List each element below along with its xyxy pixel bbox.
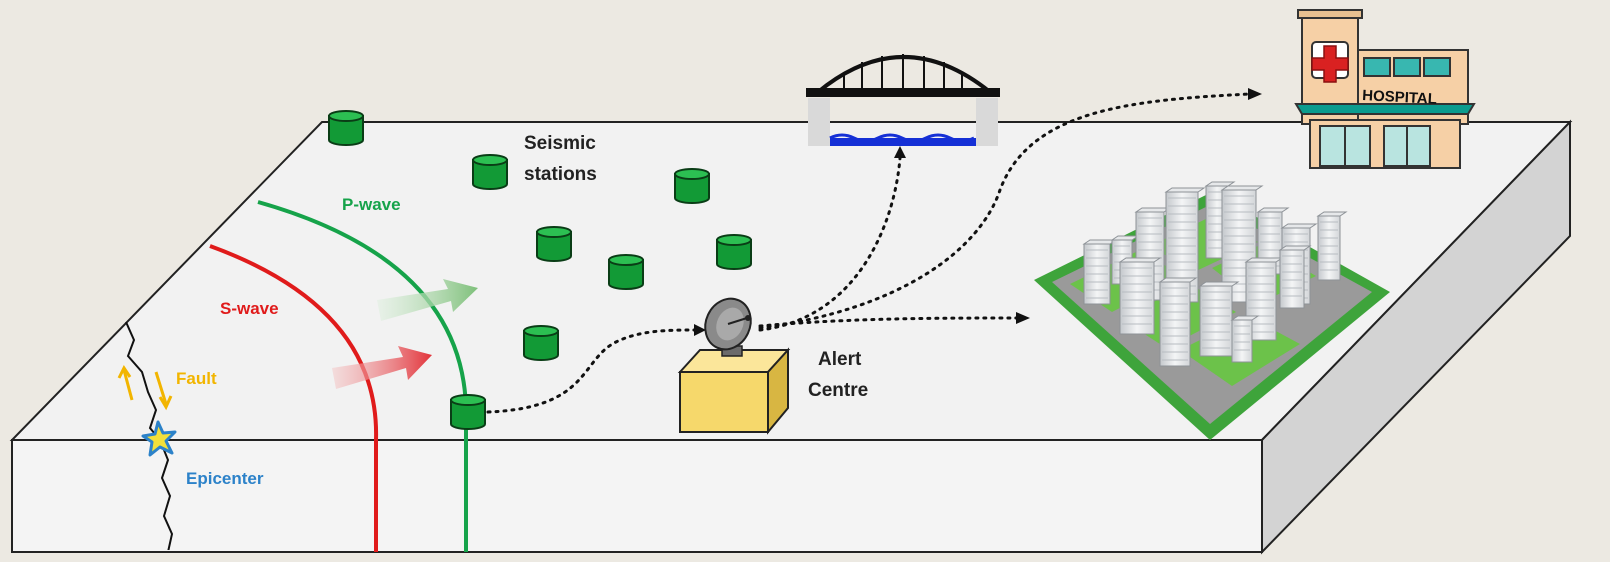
city-tower [1198, 281, 1240, 357]
hospital-building-icon [1294, 9, 1476, 169]
hospital-sign-label: HOSPITAL [1362, 87, 1438, 108]
s-wave-label: S-wave [220, 299, 279, 318]
alert-signal-paths [486, 92, 1252, 414]
cylinder-sensor-icon [450, 394, 486, 430]
seismic-stations-label: Seismic stations [524, 133, 601, 185]
fault-line [125, 321, 174, 550]
city-tower [1230, 315, 1260, 363]
alert-to-hospital-path [758, 92, 1252, 330]
station-to-alert-path [486, 328, 698, 414]
city-buildings-icon [1034, 181, 1390, 440]
cylinder-sensor-icon [328, 110, 364, 146]
signal-arrowheads [694, 88, 1262, 336]
p-wave-label: P-wave [342, 195, 401, 214]
city-tower [1158, 277, 1198, 367]
city-tower-group [1082, 181, 1348, 367]
satellite-dish-icon [704, 297, 752, 357]
cylinder-sensor-icon [608, 254, 644, 290]
alert-to-bridge-path [758, 156, 902, 332]
p-wave-direction-arrow [377, 279, 478, 321]
alert-to-city-path [758, 316, 1020, 328]
cylinder-sensor-icon [536, 226, 572, 262]
city-tower [1278, 245, 1312, 309]
city-tower [1082, 239, 1118, 305]
star-icon [141, 420, 177, 457]
s-wave-front [209, 244, 379, 441]
city-tower [1316, 211, 1348, 281]
fault-motion-arrows [117, 365, 173, 411]
epicenter-label: Epicenter [186, 469, 264, 488]
fault-label: Fault [176, 369, 217, 388]
cylinder-sensor-icon [472, 154, 508, 190]
alert-centre-box [677, 347, 791, 435]
cylinder-sensor-icon [523, 325, 559, 361]
alert-centre-label: Alert Centre [808, 349, 868, 401]
slab-front-face [11, 439, 1263, 553]
p-wave-front [257, 200, 469, 421]
cylinder-sensor-icon [716, 234, 752, 270]
s-wave-direction-arrow [332, 346, 432, 389]
city-tower [1118, 257, 1162, 335]
cylinder-sensor-icon [674, 168, 710, 204]
seismic-stations [328, 110, 752, 430]
arch-bridge-icon [806, 54, 1000, 146]
